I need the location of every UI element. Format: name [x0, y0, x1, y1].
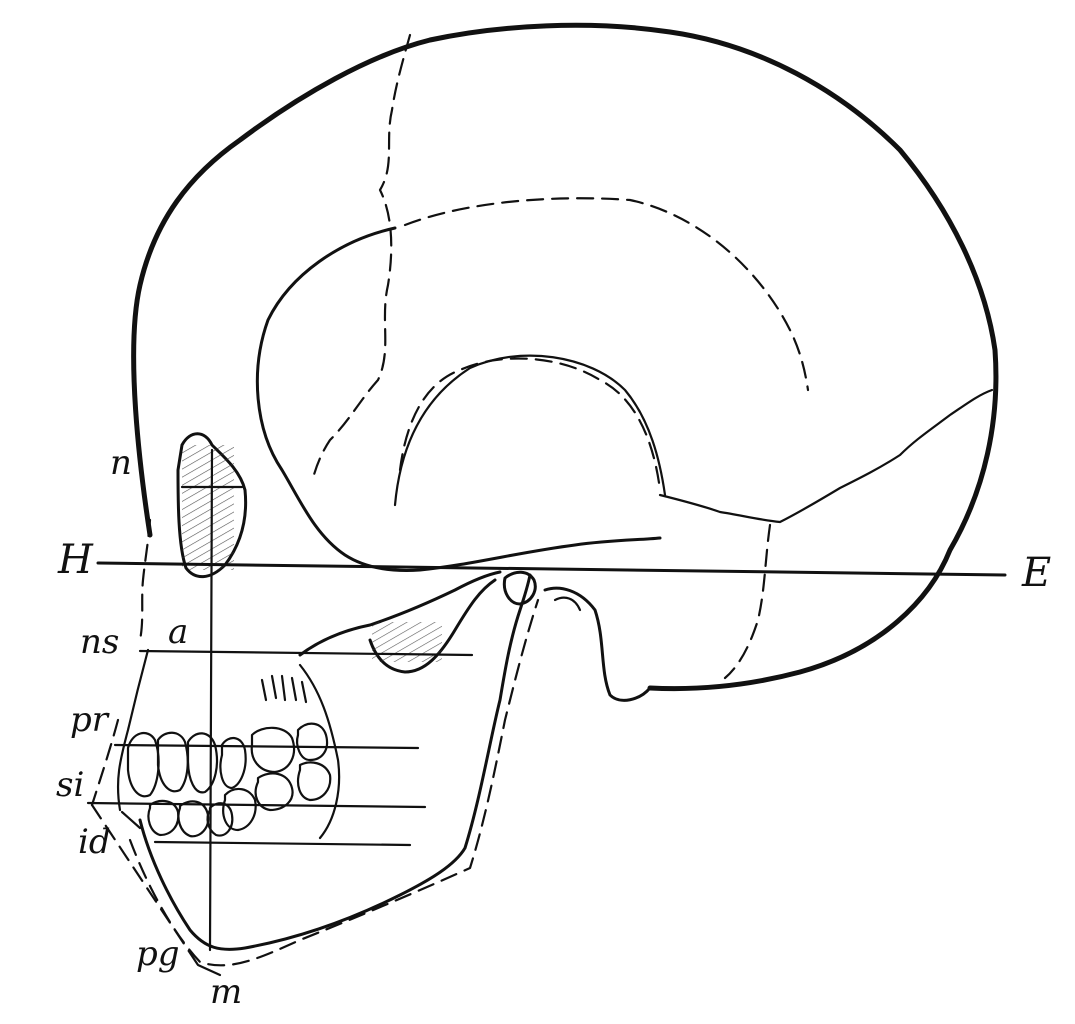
mastoid-notch	[553, 596, 582, 612]
tooth	[147, 799, 180, 837]
label-n: n	[110, 443, 132, 483]
mandible-outline	[138, 573, 532, 951]
label-m: m	[210, 972, 243, 1012]
nasal-profile	[138, 518, 152, 642]
line-pr	[113, 743, 420, 750]
condyle	[502, 570, 537, 606]
vertical-reference-line	[208, 448, 214, 952]
tooth	[177, 800, 210, 838]
pg-left-dashed	[90, 803, 200, 967]
label-H: H	[58, 537, 93, 583]
label-ns: ns	[80, 622, 120, 662]
tooth	[250, 726, 296, 774]
tooth	[156, 731, 189, 793]
orbit-hatch	[182, 445, 234, 570]
tooth	[296, 722, 329, 762]
orbit-outline	[176, 432, 248, 579]
occipital-outline	[723, 523, 772, 680]
dentition	[126, 674, 332, 838]
tooth	[219, 737, 247, 790]
mandible-dashed	[128, 598, 540, 967]
coronal-suture	[310, 33, 412, 484]
zygomatic-hatch	[372, 622, 442, 662]
temporal-line-upper	[403, 197, 810, 392]
cranial-vault-outline	[131, 22, 999, 692]
line-id	[153, 840, 412, 847]
tooth	[296, 761, 332, 802]
label-pr: pr	[70, 700, 109, 740]
tooth	[126, 731, 160, 798]
squamosal-outline	[255, 226, 662, 572]
mandible-ramus	[298, 663, 341, 840]
mandible-anterior-dashed	[90, 718, 120, 807]
label-pg: pg	[136, 934, 180, 974]
label-a: a	[168, 612, 189, 652]
label-E: E	[1022, 550, 1052, 596]
temporal-inner-line	[393, 354, 667, 507]
label-si: si	[56, 765, 85, 805]
tooth	[222, 787, 257, 832]
lambdoid-suture	[658, 388, 994, 524]
line-ns	[138, 649, 474, 657]
id-marker	[120, 810, 142, 830]
tooth	[186, 732, 219, 794]
maxilla-profile	[116, 648, 150, 812]
label-id: id	[78, 822, 111, 862]
pg-marker	[196, 963, 222, 977]
mastoid-process	[543, 586, 652, 702]
hatch-mark	[260, 674, 308, 704]
frankfort-horizontal-line	[96, 561, 1007, 577]
line-si	[86, 801, 427, 809]
zygomatic-arch	[298, 570, 502, 657]
squamosal-inner	[398, 357, 662, 492]
